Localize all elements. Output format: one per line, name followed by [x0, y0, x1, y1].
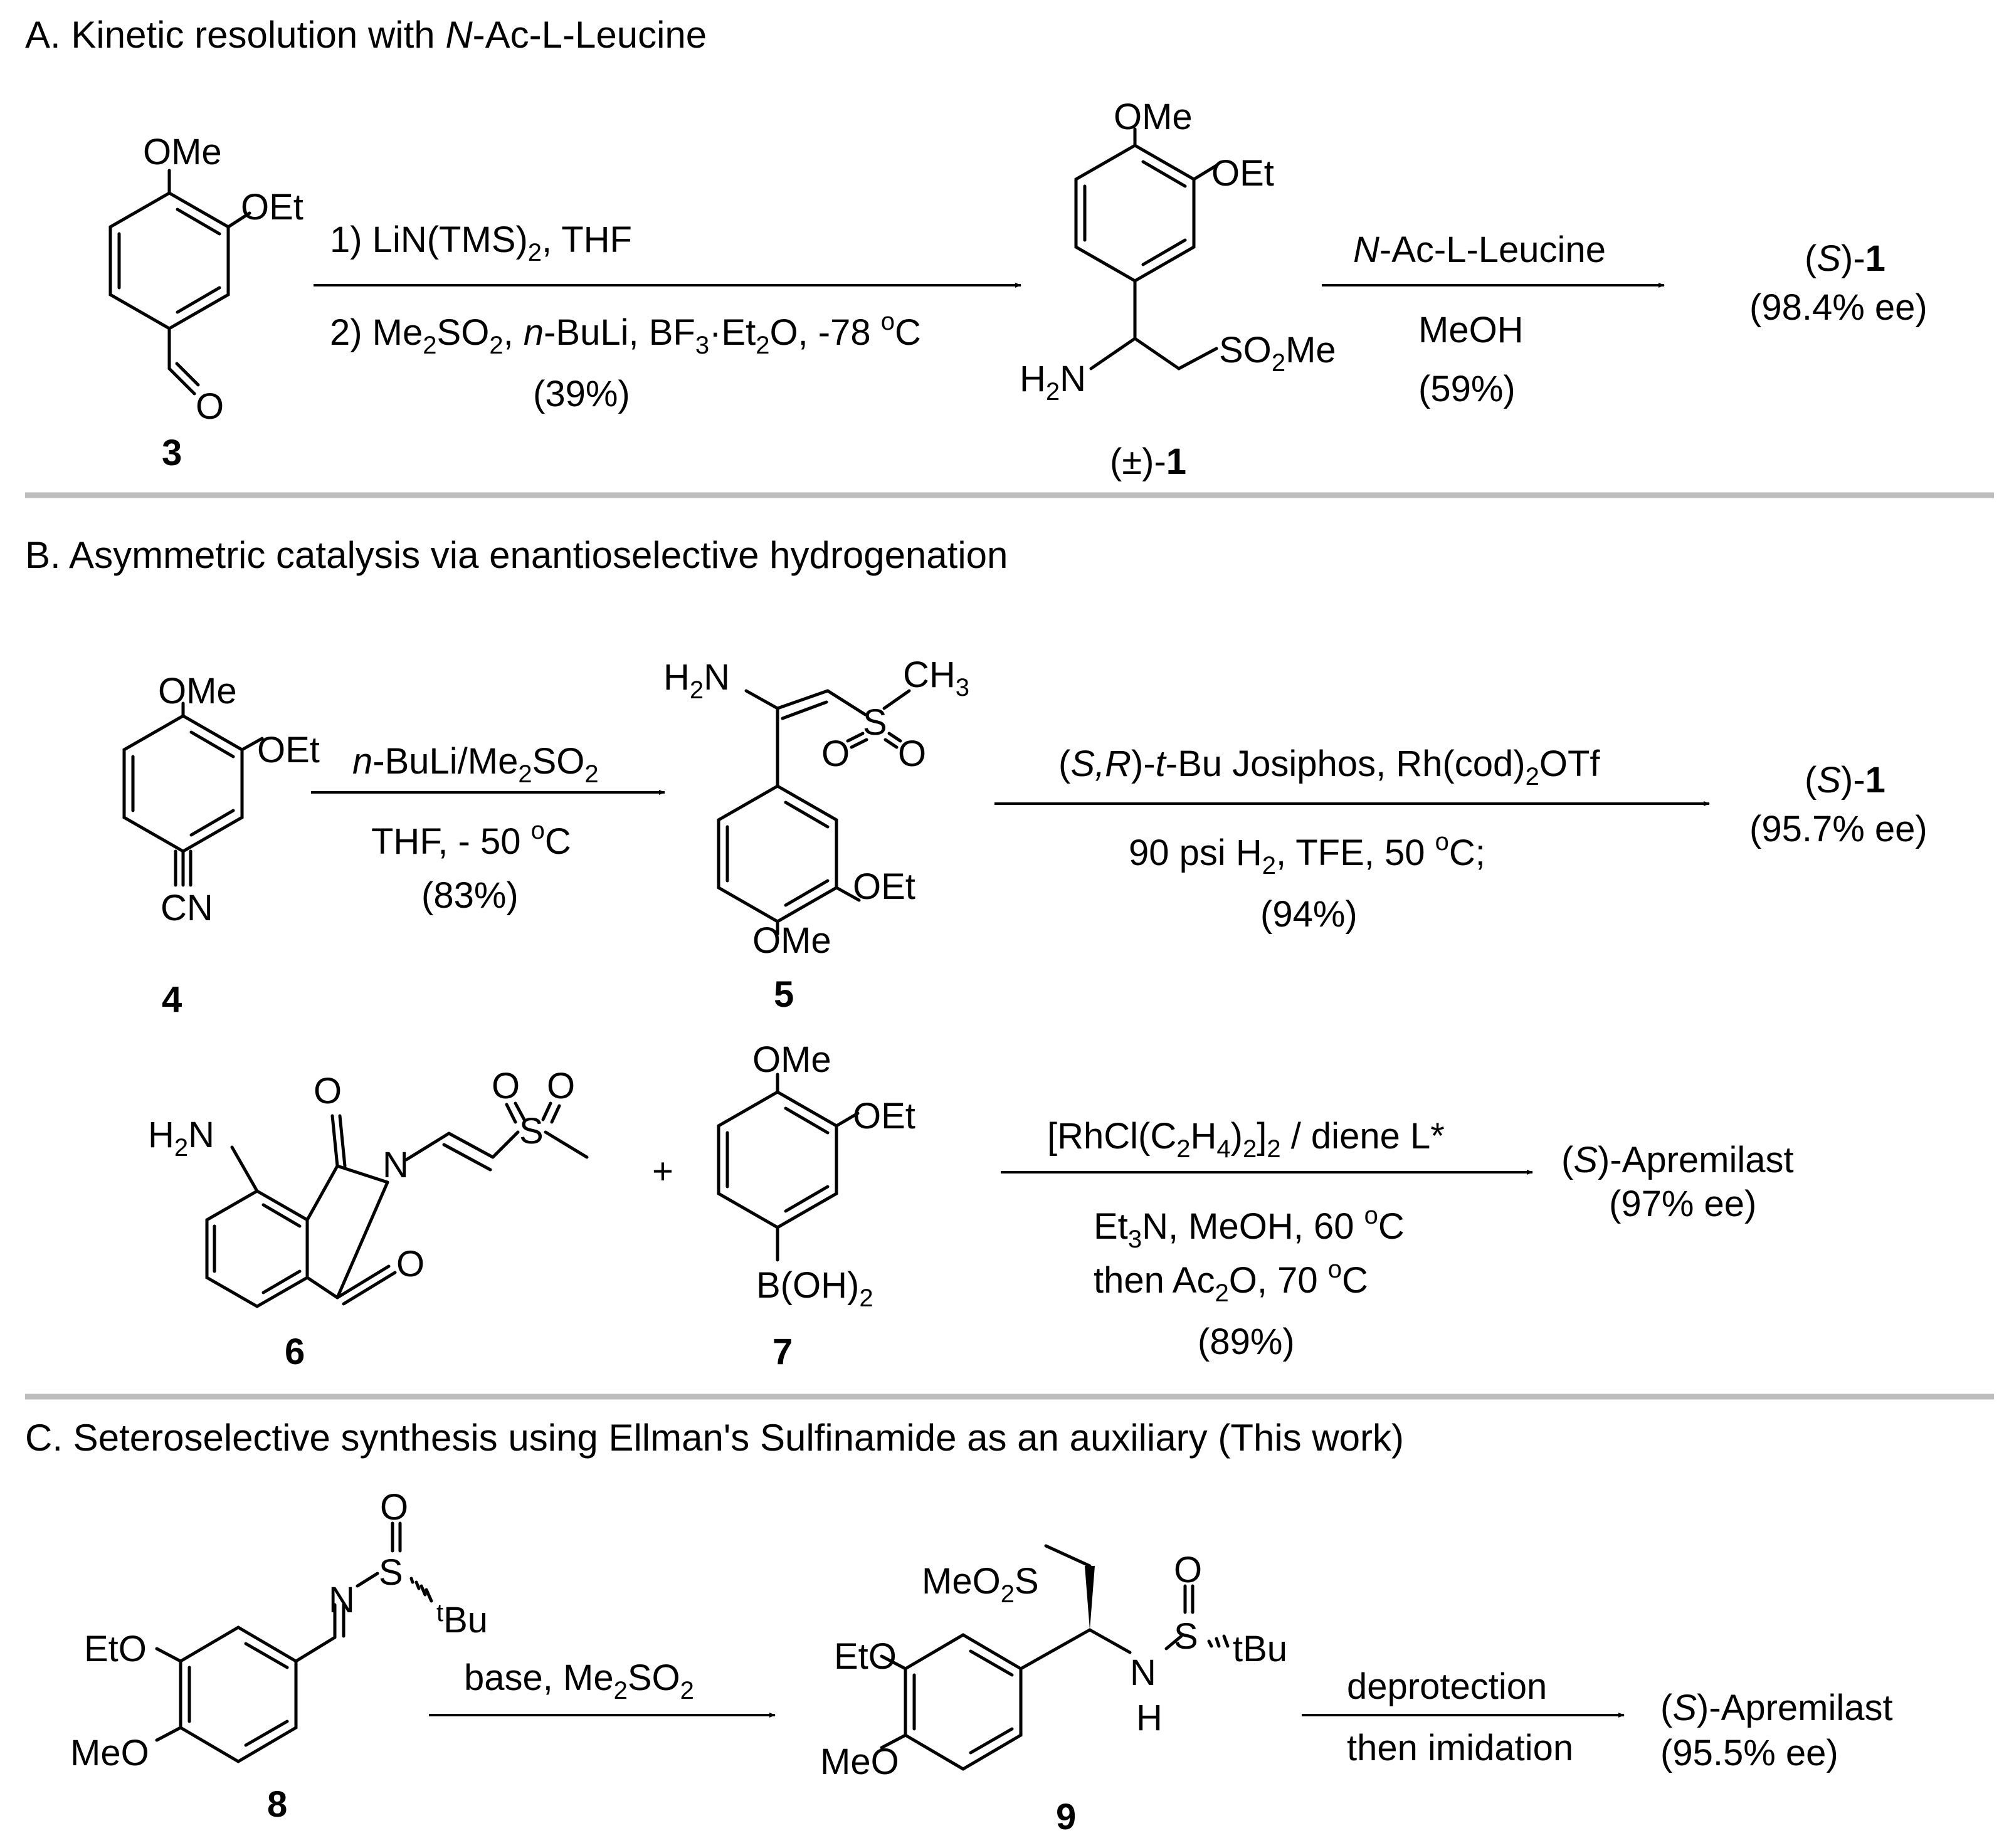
- compound-label-9: 9: [1056, 1797, 1076, 1837]
- svg-text:then imidation: then imidation: [1347, 1728, 1573, 1768]
- svg-text:N-Ac-L-Leucine: N-Ac-L-Leucine: [1353, 229, 1606, 270]
- svg-text:H: H: [1136, 1698, 1163, 1738]
- compound-label-8: 8: [267, 1784, 287, 1825]
- svg-text:SO2Me: SO2Me: [1219, 330, 1336, 377]
- svg-text:OEt: OEt: [853, 866, 915, 907]
- svg-text:S: S: [1174, 1616, 1198, 1657]
- svg-text:MeOH: MeOH: [1418, 310, 1524, 350]
- compound-label-5: 5: [774, 974, 794, 1015]
- svg-text:OMe: OMe: [1114, 97, 1193, 137]
- svg-text:OMe: OMe: [143, 132, 222, 172]
- conditions-b1: n-BuLi/Me2SO2 THF, - 50 oC (83%): [352, 741, 599, 916]
- product-b1: (S)-1 (95.7% ee): [1749, 760, 1928, 849]
- svg-text:EtO: EtO: [834, 1636, 897, 1677]
- compound-label-4: 4: [162, 979, 182, 1020]
- section-c-title: C. Seteroselective synthesis using Ellma…: [25, 1417, 1404, 1459]
- svg-text:H2N: H2N: [1020, 359, 1086, 406]
- svg-text:O: O: [492, 1066, 520, 1106]
- svg-text:EtO: EtO: [84, 1629, 147, 1669]
- svg-text:CH3: CH3: [903, 654, 969, 701]
- svg-text:H2N: H2N: [663, 657, 730, 704]
- product-b2: (S)-Apremilast (97% ee): [1561, 1140, 1794, 1224]
- svg-text:(S)-1: (S)-1: [1805, 238, 1885, 279]
- svg-text:MeO2S: MeO2S: [922, 1561, 1039, 1608]
- conditions-c2: deprotection then imidation: [1347, 1666, 1573, 1768]
- svg-text:(S,R)-t-Bu Josiphos, Rh(cod)2O: (S,R)-t-Bu Josiphos, Rh(cod)2OTf: [1058, 743, 1600, 790]
- svg-text:Et3N, MeOH, 60 oC: Et3N, MeOH, 60 oC: [1094, 1202, 1405, 1253]
- conditions-b3: [RhCl(C2H4)2]2 / diene L* Et3N, MeOH, 60…: [1047, 1116, 1445, 1362]
- svg-text:O: O: [196, 386, 224, 427]
- svg-text:O: O: [898, 733, 926, 774]
- svg-text:1) LiN(TMS)2, THF: 1) LiN(TMS)2, THF: [330, 219, 632, 266]
- svg-text:(S)-1: (S)-1: [1805, 760, 1885, 801]
- svg-text:O: O: [547, 1066, 575, 1106]
- svg-text:tBu: tBu: [1233, 1629, 1287, 1669]
- conditions-a1: 1) LiN(TMS)2, THF 2) Me2SO2, n-BuLi, BF3…: [330, 219, 921, 414]
- svg-text:(95.5% ee): (95.5% ee): [1660, 1733, 1838, 1773]
- product-c: (S)-Apremilast (95.5% ee): [1660, 1688, 1893, 1773]
- svg-text:[RhCl(C2H4)2]2 / diene L*: [RhCl(C2H4)2]2 / diene L*: [1047, 1116, 1445, 1163]
- compound-rac-1: OMe OEt H2N SO2Me (±)-1: [1020, 97, 1336, 482]
- product-a: (S)-1 (98.4% ee): [1749, 238, 1928, 328]
- compound-label-rac-1: (±)-1: [1110, 441, 1186, 482]
- svg-text:B(OH)2: B(OH)2: [756, 1265, 873, 1312]
- conditions-b2: (S,R)-t-Bu Josiphos, Rh(cod)2OTf 90 psi …: [1058, 743, 1600, 935]
- svg-text:N: N: [1130, 1652, 1156, 1693]
- svg-text:OMe: OMe: [752, 920, 831, 961]
- svg-text:deprotection: deprotection: [1347, 1666, 1547, 1707]
- svg-text:OMe: OMe: [158, 671, 237, 711]
- svg-text:N: N: [329, 1580, 355, 1620]
- svg-text:OEt: OEt: [853, 1096, 915, 1137]
- svg-text:(97% ee): (97% ee): [1609, 1184, 1756, 1224]
- svg-text:O: O: [821, 733, 850, 774]
- svg-text:O: O: [396, 1244, 425, 1284]
- svg-text:(39%): (39%): [533, 374, 630, 414]
- conditions-a2: N-Ac-L-Leucine MeOH (59%): [1353, 229, 1606, 409]
- svg-text:MeO: MeO: [820, 1741, 899, 1782]
- plus-sign: +: [652, 1151, 673, 1192]
- compound-5: H2N S O O CH3 OEt OMe 5: [663, 654, 969, 1015]
- svg-text:H2N: H2N: [148, 1115, 214, 1162]
- compound-6: H2N O O N S O O 6: [148, 1066, 589, 1372]
- svg-text:THF, - 50 oC: THF, - 50 oC: [371, 817, 571, 862]
- conditions-c1: base, Me2SO2: [464, 1657, 694, 1704]
- svg-text:(S)-Apremilast: (S)-Apremilast: [1561, 1140, 1794, 1180]
- svg-text:MeO: MeO: [70, 1733, 149, 1773]
- svg-text:O: O: [314, 1071, 342, 1111]
- svg-text:(98.4% ee): (98.4% ee): [1749, 287, 1928, 328]
- svg-text:O: O: [380, 1487, 408, 1528]
- compound-label-3: 3: [162, 433, 182, 473]
- svg-text:tBu: tBu: [436, 1599, 488, 1641]
- compound-3: OMe OEt O 3: [108, 132, 303, 473]
- svg-text:(89%): (89%): [1198, 1321, 1295, 1362]
- svg-text:(95.7% ee): (95.7% ee): [1749, 809, 1928, 849]
- svg-text:(S)-Apremilast: (S)-Apremilast: [1660, 1688, 1893, 1728]
- compound-9: MeO2S N H S O tBu EtO MeO 9: [820, 1544, 1287, 1837]
- svg-text:OEt: OEt: [257, 730, 320, 770]
- section-b-title: B. Asymmetric catalysis via enantioselec…: [25, 534, 1008, 576]
- svg-text:S: S: [379, 1552, 403, 1593]
- svg-text:then Ac2O, 70 oC: then Ac2O, 70 oC: [1094, 1256, 1368, 1307]
- svg-text:90 psi H2, TFE, 50 oC;: 90 psi H2, TFE, 50 oC;: [1129, 828, 1485, 879]
- svg-text:(94%): (94%): [1260, 894, 1358, 935]
- svg-text:S: S: [519, 1111, 544, 1152]
- svg-text:CN: CN: [161, 888, 213, 928]
- svg-text:O: O: [1174, 1550, 1202, 1590]
- svg-text:(83%): (83%): [421, 875, 519, 916]
- svg-text:OEt: OEt: [1211, 153, 1274, 194]
- svg-text:OEt: OEt: [241, 187, 303, 228]
- svg-text:2) Me2SO2, n-BuLi, BF3·Et2O, -: 2) Me2SO2, n-BuLi, BF3·Et2O, -78 oC: [330, 308, 921, 359]
- section-a-title: A. Kinetic resolution with N-Ac-L-Leucin…: [25, 14, 707, 56]
- svg-text:(59%): (59%): [1418, 369, 1516, 409]
- svg-text:OMe: OMe: [752, 1039, 831, 1080]
- compound-label-7: 7: [773, 1331, 793, 1372]
- svg-text:S: S: [863, 702, 887, 743]
- compound-label-6: 6: [285, 1331, 305, 1372]
- svg-text:N: N: [382, 1145, 409, 1185]
- compound-7: OMe OEt B(OH)2 7: [717, 1039, 915, 1372]
- compound-8: N S O tBu EtO MeO 8: [70, 1487, 488, 1825]
- compound-4: OMe OEt CN 4: [122, 671, 320, 1020]
- svg-text:n-BuLi/Me2SO2: n-BuLi/Me2SO2: [352, 741, 599, 788]
